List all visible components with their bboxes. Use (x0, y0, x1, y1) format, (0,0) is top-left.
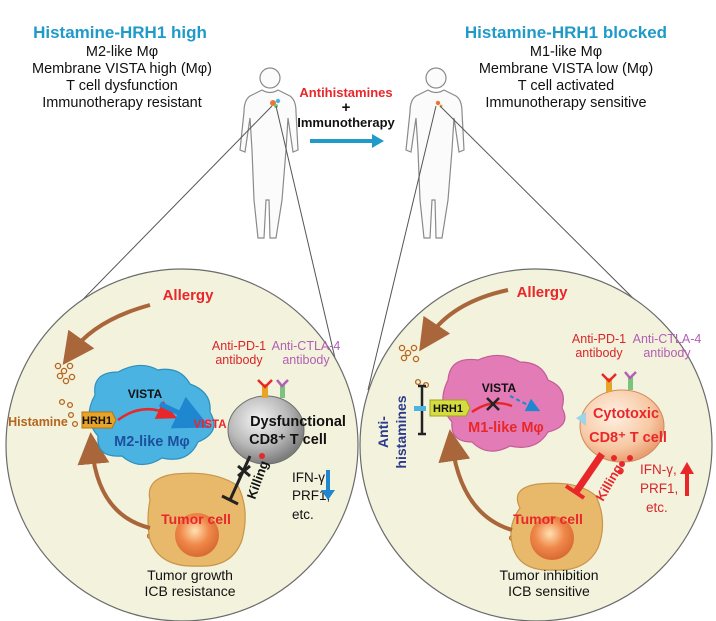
right-header-line-4: Immunotherapy sensitive (485, 95, 646, 111)
antihistamines-label-right-2: histamines (393, 395, 409, 468)
right-footer-line-2: ICB sensitive (508, 583, 590, 599)
tcr-icon-right (576, 412, 586, 426)
tumor-histamine-arrow-right (438, 429, 513, 532)
m2-macrophage-label: M2-like Mφ (114, 434, 190, 450)
cytokine-label-left-1: IFN-γ, (292, 470, 329, 485)
anti-pd1-antibody-left (257, 379, 273, 398)
anti-ctla4-label-left-2: antibody (282, 353, 330, 367)
vista-label-right: VISTA (482, 381, 517, 395)
allergy-arrow-right (419, 288, 509, 352)
cytotoxic-granules-right (611, 455, 633, 475)
vista-downregulation-arrow (509, 395, 541, 412)
right-header-line-1: M1-like Mφ (530, 44, 602, 60)
hrh1-receptor-left (81, 411, 117, 429)
anti-ctla4-label-right-2: antibody (643, 346, 691, 360)
cytokine-down-arrow (321, 470, 335, 500)
signal-blocked-x-right (486, 397, 500, 411)
right-header: Histamine-HRH1 blocked M1-like Mφ Membra… (465, 23, 667, 111)
plus-sign: + (342, 99, 351, 116)
right-panel: Allergy Anti- histamines Tumor cell M1-l… (359, 268, 713, 621)
cytokine-label-left-2: PRF1, (292, 488, 330, 503)
vista-label-top-left: VISTA (128, 387, 163, 401)
left-header-line-1: M2-like Mφ (86, 44, 158, 60)
right-header-line-3: T cell activated (518, 78, 614, 94)
left-footer-line-2: ICB resistance (144, 583, 235, 599)
immunotherapy-label: Immunotherapy (297, 115, 395, 130)
left-header-line-2: Membrane VISTA high (Mφ) (32, 61, 212, 77)
tumor-label-right: Tumor cell (513, 511, 583, 527)
tumor-marker-left (270, 98, 281, 108)
tcell-left (227, 395, 305, 465)
tcell-label-right-2: CD8⁺ T cell (589, 430, 667, 446)
tcell-right (579, 389, 665, 463)
cytokine-label-right-2: PRF1, (640, 481, 678, 496)
anti-pd1-label-right-1: Anti-PD-1 (572, 332, 626, 346)
zoom-lines (54, 105, 661, 391)
m2-macrophage (88, 364, 215, 466)
tcell-label-left-2: CD8⁺ T cell (249, 432, 327, 448)
histamine-granule (71, 420, 79, 428)
vista-protein-icon (206, 418, 212, 426)
left-header-line-3: T cell dysfunction (66, 78, 178, 94)
anti-pd1-antibody-right (601, 373, 617, 392)
treatment-label: Antihistamines + Immunotherapy (297, 85, 396, 148)
antihistamines-label-right-1: Anti- (375, 416, 391, 448)
tumor-nucleus-left (175, 513, 219, 557)
treatment-arrow (310, 134, 384, 148)
anti-pd1-label-left-1: Anti-PD-1 (212, 339, 266, 353)
hrh1-receptor-right (429, 399, 471, 417)
anti-ctla4-antibody-left (276, 379, 289, 398)
tcell-label-left-1: Dysfunctional (250, 414, 346, 430)
killing-blocked-x-left (237, 464, 251, 478)
anti-ctla4-label-right-1: Anti-CTLA-4 (633, 332, 702, 346)
killing-blocked-line-left (228, 455, 252, 501)
hrh1-label-left: HRH1 (82, 415, 112, 427)
killing-bar-right (564, 484, 586, 500)
anti-ctla4-label-left-1: Anti-CTLA-4 (272, 339, 341, 353)
histamine-granule (67, 411, 75, 419)
killing-inhibit-bar-left (221, 494, 239, 506)
m1-macrophage-label: M1-like Mφ (468, 420, 544, 436)
cytokine-label-right-3: etc. (646, 500, 668, 515)
right-header-line-2: Membrane VISTA low (Mφ) (479, 61, 653, 77)
tumor-nucleus-right (530, 516, 574, 560)
hrh1-label-right: HRH1 (433, 403, 463, 415)
hrh1-signal-arrow (117, 400, 178, 422)
granule-left (259, 453, 265, 459)
anti-pd1-label-right-2: antibody (575, 346, 623, 360)
vista-upregulation-arrow (158, 396, 210, 429)
right-header-title: Histamine-HRH1 blocked (465, 23, 667, 42)
right-footer-line-1: Tumor inhibition (499, 567, 598, 583)
left-header-title: Histamine-HRH1 high (33, 23, 207, 42)
human-figure-left (239, 67, 299, 239)
vista-label-side-left: VISTA (193, 419, 226, 431)
right-panel-circle (359, 268, 713, 621)
tumor-histamine-arrow-left (77, 432, 151, 530)
anti-ctla4-antibody-right (624, 371, 637, 390)
left-header: Histamine-HRH1 high M2-like Mφ Membrane … (32, 23, 212, 111)
cytokine-label-left-3: etc. (292, 507, 314, 522)
allergy-arrow-left (62, 303, 151, 365)
antihistamine-block-icon (414, 384, 426, 436)
killing-line-right (573, 452, 605, 494)
allergy-label-right: Allergy (517, 284, 569, 301)
allergy-label-left: Allergy (163, 287, 215, 304)
cytokine-label-right-1: IFN-γ, (640, 462, 677, 477)
left-header-line-4: Immunotherapy resistant (42, 95, 202, 111)
tcell-label-right-1: Cytotoxic (593, 406, 659, 422)
human-figure-right (405, 67, 465, 239)
left-panel: Allergy Tumor cell M2-like Mφ HRH1 Hista… (5, 268, 359, 621)
anti-pd1-label-left-2: antibody (215, 353, 263, 367)
cytokine-up-arrow (680, 462, 694, 496)
histamine-label-left: Histamine (8, 415, 68, 429)
left-footer-line-1: Tumor growth (147, 567, 233, 583)
antihistamines-label: Antihistamines (299, 85, 392, 100)
tumor-label-left: Tumor cell (161, 511, 231, 527)
